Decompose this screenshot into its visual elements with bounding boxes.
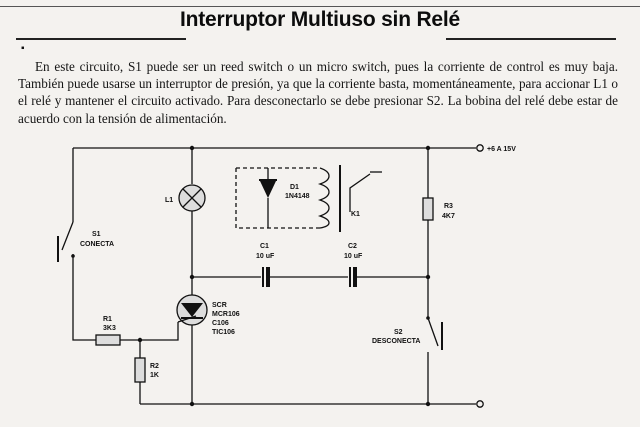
r3-resistor-body [422,197,434,221]
scr-part-1-label: MCR106 [212,311,240,318]
article-paragraph: En este circuito, S1 puede ser un reed s… [18,59,618,126]
s1-contact-dot [71,254,75,258]
s1-ref-label: S1 [92,231,101,238]
s2-name-label: DESCONECTA [372,338,420,345]
relay-dashed-wiring [235,167,320,229]
r2-value-label: 1K [150,372,159,379]
r1-ref-label: R1 [103,316,112,323]
d1-diode-icon [260,181,276,198]
rail-junction-r3 [425,145,431,151]
s1-name-label: CONECTA [80,241,114,248]
top-border-line [0,6,640,7]
supply-terminal-negative [476,400,484,408]
bullet-dot: ▪ [21,43,25,54]
k1-relay-coil [317,167,330,229]
r2-resistor-body [134,357,146,383]
s2-lever [427,317,439,347]
ground-junction-scr [189,401,195,407]
s2-contact-dot [426,316,430,320]
s1-lever [61,221,74,251]
title-rule-right [446,38,616,40]
c1-value-label: 10 uF [256,253,275,260]
r1-value-label: 3K3 [103,325,116,332]
supply-terminal-positive [476,144,484,152]
rail-junction-l1 [189,145,195,151]
ground-junction-s2 [425,401,431,407]
scr-triangle [181,303,203,317]
c1-plate-right [266,267,270,287]
c2-value-label: 10 uF [344,253,363,260]
k1-relay-contact [349,173,371,212]
r1-to-gate-wire [120,322,179,341]
article-title: Interruptor Multiuso sin Relé [179,8,461,31]
r3-value-label: 4K7 [442,213,455,220]
r3-ref-label: R3 [444,203,453,210]
scr-part-3-label: TIC106 [212,329,235,336]
d1-ref-label: D1 [290,184,299,191]
c1-ref-label: C1 [260,243,269,250]
l1-lamp-cross [182,188,202,208]
c2-ref-label: C2 [348,243,357,250]
scr-gate-lead [177,315,197,323]
d1-value-label: 1N4148 [285,193,310,200]
k1-ref-label: K1 [351,211,360,218]
s2-ref-label: S2 [394,329,403,336]
l1-ref-label: L1 [165,197,173,204]
r2-ref-label: R2 [150,363,159,370]
supply-label: +6 A 15V [487,146,516,153]
scr-ref-label: SCR [212,302,227,309]
s1-lower-wire [72,254,96,341]
title-rule-left [16,38,186,40]
scr-part-2-label: C106 [212,320,229,327]
c2-plate-right [353,267,357,287]
r1-resistor-body [95,334,121,346]
